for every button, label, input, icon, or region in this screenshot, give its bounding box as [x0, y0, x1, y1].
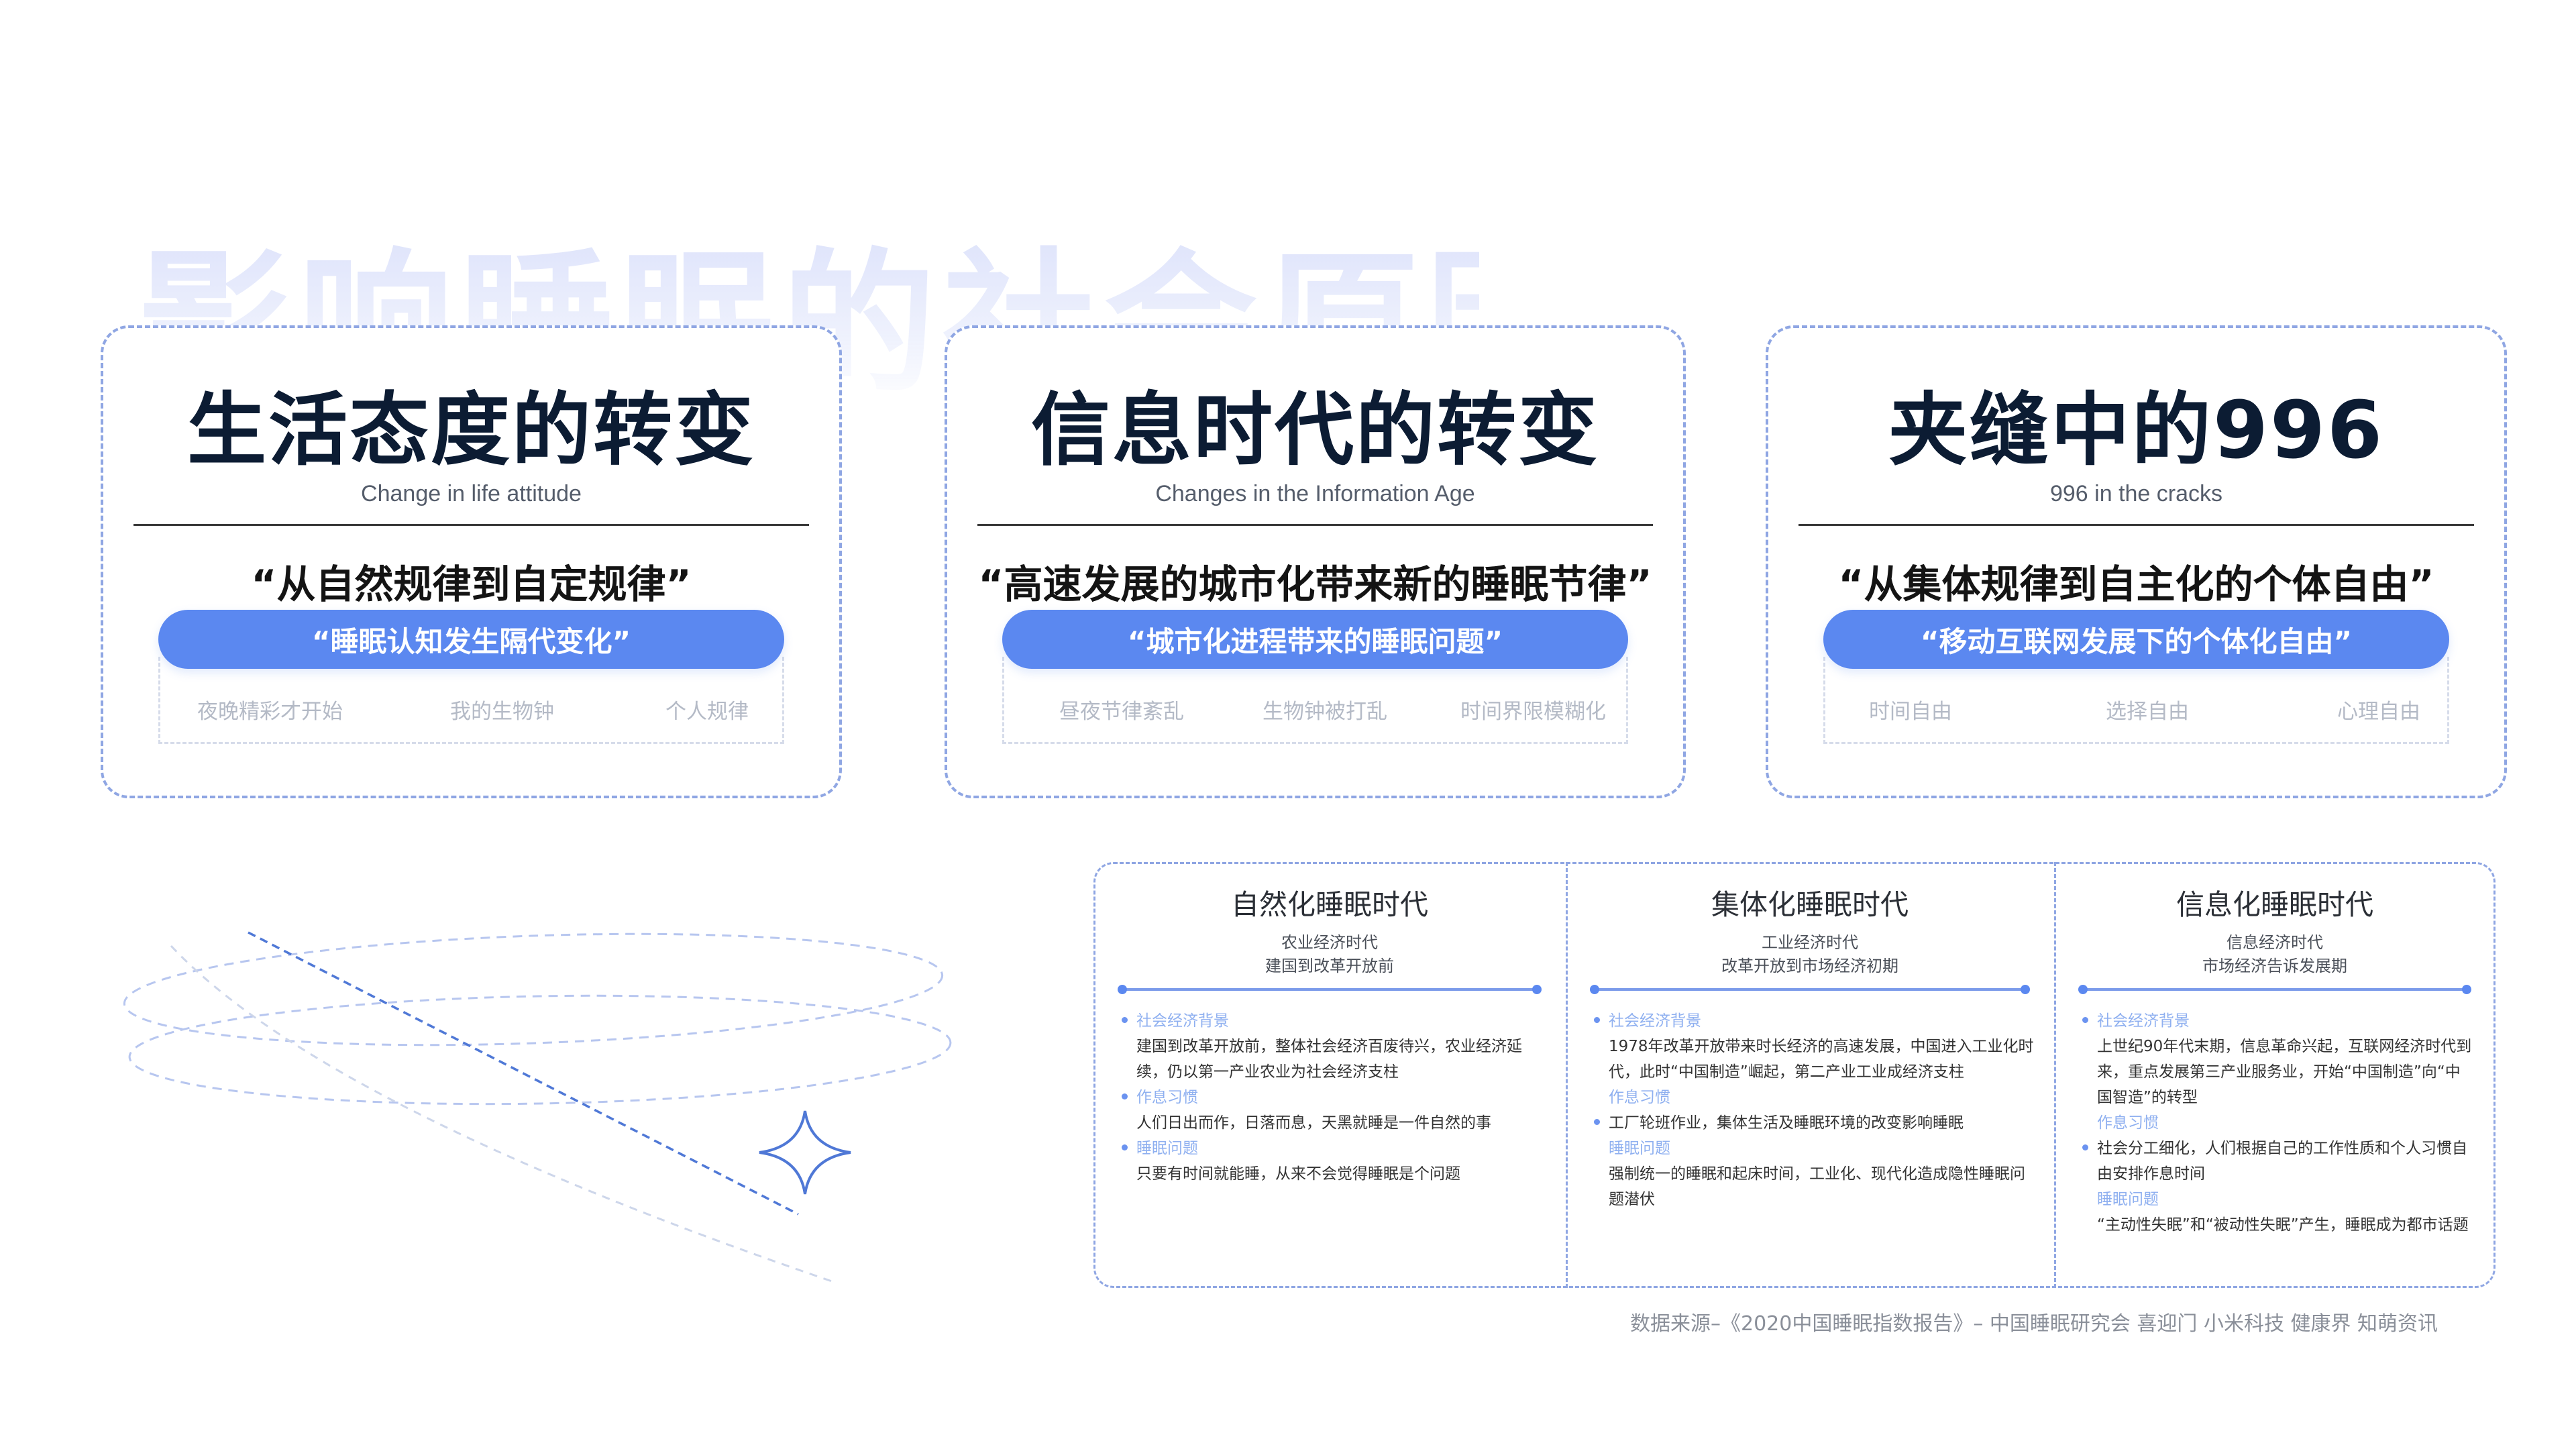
card-subtitle: Change in life attitude: [361, 481, 582, 506]
section-text: 社会分工细化，人们根据自己的工作性质和个人习惯自由安排作息时间: [2097, 1140, 2467, 1183]
bullet-dot: [1594, 1017, 1600, 1023]
keyword: 心理自由: [2337, 700, 2420, 724]
sparkle-icon: [759, 1110, 851, 1195]
timeline-line: [1120, 988, 1539, 991]
timeline-line: [1593, 988, 2027, 991]
section-text: 工厂轮班作业，集体生活及睡眠环境的改变影响睡眠: [1609, 1114, 1964, 1132]
highlight-pill: “移动互联网发展下的个体化自由”: [1823, 610, 2449, 669]
divider: [977, 524, 1653, 526]
card-title: 生活态度的转变: [186, 384, 755, 476]
timeline-line: [2081, 988, 2469, 991]
era-period: 市场经济告诉发展期: [2202, 957, 2347, 975]
section-text: “主动性失眠”和“被动性失眠”产生，睡眠成为都市话题: [2097, 1216, 2469, 1234]
timeline-dot: [1532, 985, 1542, 994]
card-title: 夹缝中的996: [1888, 384, 2385, 476]
era-section: 社会经济背景 上世纪90年代末期，信息革命兴起，互联网经济时代到来，重点发展第三…: [2082, 1008, 2475, 1110]
card-title: 信息时代的转变: [1030, 384, 1599, 476]
data-source: 数据来源–《2020中国睡眠指数报告》– 中国睡眠研究会 喜迎门 小米科技 健康…: [1630, 1312, 2438, 1336]
keyword: 夜晚精彩才开始: [197, 700, 343, 724]
bullet-dot: [1122, 1144, 1128, 1150]
era-section: 作息习惯 社会分工细化，人们根据自己的工作性质和个人习惯自由安排作息时间: [2082, 1110, 2475, 1187]
keywords-box: 昼夜节律紊乱 生物钟被打乱 时间界限模糊化: [1002, 657, 1628, 744]
era-period: 建国到改革开放前: [1265, 957, 1394, 975]
timeline-dot: [1590, 985, 1599, 994]
section-heading: 睡眠问题: [2097, 1191, 2159, 1208]
era-title: 信息化睡眠时代: [2176, 888, 2373, 921]
era-section: 睡眠问题 只要有时间就能睡，从来不会觉得睡眠是个问题: [1122, 1136, 1546, 1187]
keyword: 时间界限模糊化: [1460, 700, 1606, 724]
keyword: 生物钟被打乱: [1263, 700, 1387, 724]
era-section: 社会经济背景 建国到改革开放前，整体社会经济百废待兴，农业经济延续，仍以第一产业…: [1122, 1008, 1546, 1085]
highlight-pill: “睡眠认知发生隔代变化”: [158, 610, 784, 669]
era-divider: [1566, 862, 1568, 1288]
timeline-dot: [2462, 985, 2471, 994]
section-heading: 作息习惯: [1609, 1089, 1670, 1106]
bullet-dot: [1122, 1093, 1128, 1099]
keyword: 选择自由: [2106, 700, 2189, 724]
keyword: 我的生物钟: [450, 700, 554, 724]
era-natural: 自然化睡眠时代 农业经济时代 建国到改革开放前 社会经济背景 建国到改革开放前，…: [1093, 862, 1566, 1288]
timeline-dot: [2078, 985, 2088, 994]
section-heading: 作息习惯: [2097, 1114, 2159, 1132]
section-text: 上世纪90年代末期，信息革命兴起，互联网经济时代到来，重点发展第三产业服务业，开…: [2097, 1038, 2472, 1106]
section-heading: 社会经济背景: [1136, 1012, 1229, 1030]
highlight-pill: “城市化进程带来的睡眠问题”: [1002, 610, 1628, 669]
section-heading: 睡眠问题: [1609, 1140, 1670, 1157]
era-divider: [2054, 862, 2056, 1288]
keyword: 时间自由: [1869, 700, 1952, 724]
divider: [133, 524, 809, 526]
era-section: 睡眠问题 强制统一的睡眠和起床时间，工业化、现代化造成隐性睡眠问题潜伏: [1594, 1136, 2034, 1212]
section-text: 建国到改革开放前，整体社会经济百废待兴，农业经济延续，仍以第一产业农业为社会经济…: [1136, 1038, 1522, 1081]
orbit-decoration: [123, 931, 952, 1283]
era-section: 社会经济背景 1978年改革开放带来时长经济的高速发展，中国进入工业化时代，此时…: [1594, 1008, 2034, 1085]
keyword: 个人规律: [665, 700, 749, 724]
era-body: 社会经济背景 上世纪90年代末期，信息革命兴起，互联网经济时代到来，重点发展第三…: [2082, 1008, 2475, 1238]
card-subtitle: Changes in the Information Age: [1155, 481, 1475, 506]
era-section: 作息习惯 人们日出而作，日落而息，天黑就睡是一件自然的事: [1122, 1085, 1546, 1136]
era-body: 社会经济背景 建国到改革开放前，整体社会经济百废待兴，农业经济延续，仍以第一产业…: [1122, 1008, 1546, 1187]
section-text: 强制统一的睡眠和起床时间，工业化、现代化造成隐性睡眠问题潜伏: [1609, 1165, 2025, 1208]
era-economy: 工业经济时代: [1762, 933, 1858, 952]
timeline-dot: [1118, 985, 1127, 994]
bullet-dot: [1594, 1119, 1600, 1125]
section-text: 只要有时间就能睡，从来不会觉得睡眠是个问题: [1136, 1165, 1460, 1183]
card-life-attitude: 生活态度的转变 Change in life attitude “从自然规律到自…: [101, 325, 842, 798]
section-heading: 睡眠问题: [1136, 1140, 1198, 1157]
era-panel: [1093, 862, 2496, 1288]
card-996: 夹缝中的996 996 in the cracks “从集体规律到自主化的个体自…: [1766, 325, 2507, 798]
keyword: 昼夜节律紊乱: [1059, 700, 1184, 724]
era-title: 集体化睡眠时代: [1711, 888, 1909, 921]
era-period: 改革开放到市场经济初期: [1721, 957, 1898, 975]
keywords-box: 时间自由 选择自由 心理自由: [1823, 657, 2449, 744]
card-subtitle: 996 in the cracks: [2049, 481, 2223, 506]
card-quote: “从集体规律到自主化的个体自由”: [1838, 561, 2434, 607]
era-economy: 农业经济时代: [1281, 933, 1378, 952]
section-heading: 作息习惯: [1136, 1089, 1198, 1106]
section-heading: 社会经济背景: [1609, 1012, 1701, 1030]
card-quote: “从自然规律到自定规律”: [251, 561, 692, 607]
era-title: 自然化睡眠时代: [1230, 888, 1428, 921]
card-quote: “高速发展的城市化带来新的睡眠节律”: [978, 561, 1652, 607]
section-text: 人们日出而作，日落而息，天黑就睡是一件自然的事: [1136, 1114, 1491, 1132]
era-economy: 信息经济时代: [2226, 933, 2323, 952]
era-body: 社会经济背景 1978年改革开放带来时长经济的高速发展，中国进入工业化时代，此时…: [1594, 1008, 2034, 1212]
section-text: 1978年改革开放带来时长经济的高速发展，中国进入工业化时代，此时“中国制造”崛…: [1609, 1038, 2034, 1081]
section-heading: 社会经济背景: [2097, 1012, 2190, 1030]
divider: [1799, 524, 2474, 526]
era-information: 信息化睡眠时代 信息经济时代 市场经济告诉发展期 社会经济背景 上世纪90年代末…: [2054, 862, 2496, 1288]
bullet-dot: [2082, 1017, 2088, 1023]
timeline-dot: [2021, 985, 2030, 994]
bullet-dot: [1122, 1017, 1128, 1023]
keywords-box: 夜晚精彩才开始 我的生物钟 个人规律: [158, 657, 784, 744]
era-section: 睡眠问题 “主动性失眠”和“被动性失眠”产生，睡眠成为都市话题: [2082, 1187, 2475, 1238]
card-information-age: 信息时代的转变 Changes in the Information Age “…: [945, 325, 1686, 798]
era-section: 作息习惯 工厂轮班作业，集体生活及睡眠环境的改变影响睡眠: [1594, 1085, 2034, 1136]
era-collective: 集体化睡眠时代 工业经济时代 改革开放到市场经济初期 社会经济背景 1978年改…: [1566, 862, 2054, 1288]
bullet-dot: [2082, 1144, 2088, 1150]
